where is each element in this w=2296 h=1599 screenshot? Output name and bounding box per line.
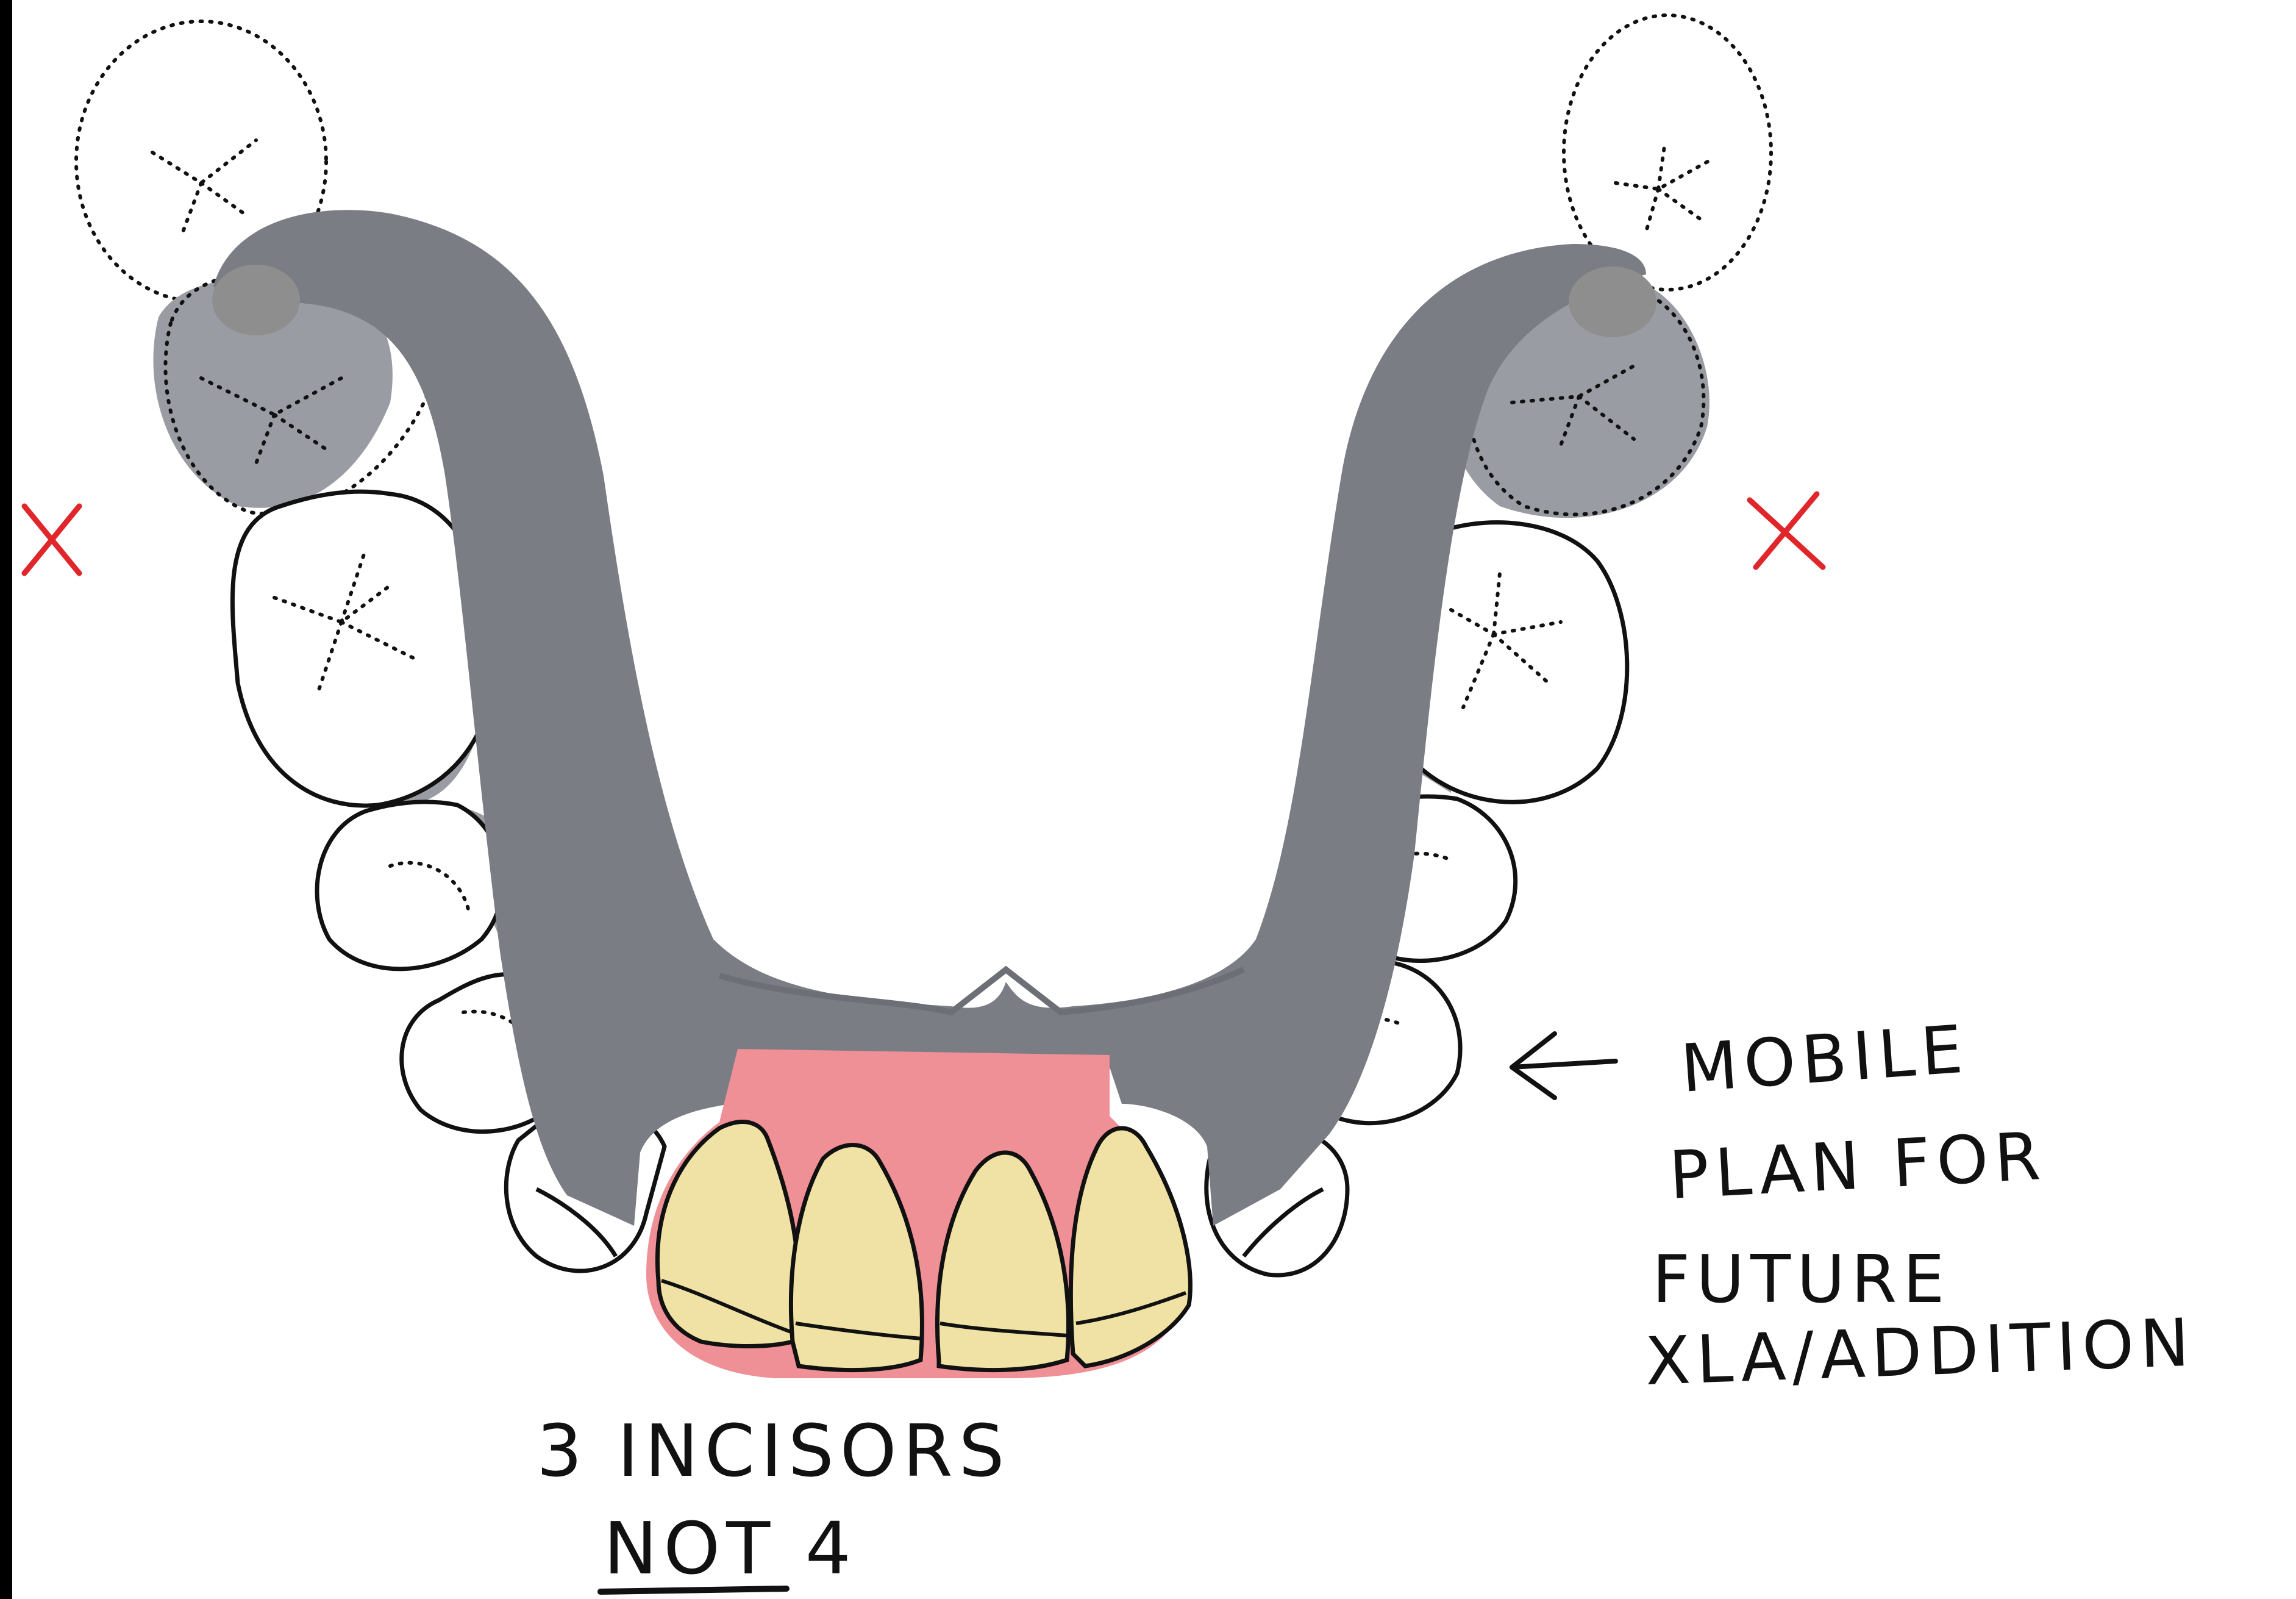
- extraction-mark-right: [1750, 494, 1823, 567]
- mobile-note-line4: XLA/ADDITION: [1644, 1305, 2197, 1400]
- mobile-tooth-note: MOBILE PLAN FOR FUTURE XLA/ADDITION: [1644, 1011, 2197, 1400]
- incisor-note-line1: 3 INCISORS: [537, 1409, 1011, 1493]
- extraction-mark-left: [24, 506, 79, 573]
- mobile-note-line3: FUTURE: [1652, 1242, 1950, 1318]
- mobile-note-line1: MOBILE: [1678, 1011, 1971, 1107]
- mobile-note-line2: PLAN FOR: [1667, 1118, 2048, 1214]
- incisor-note: 3 INCISORS NOT 4: [537, 1409, 1011, 1592]
- rest-seat-right: [1569, 266, 1656, 337]
- incisor-note-line2: NOT 4: [604, 1506, 857, 1590]
- incisor-note-underline: [601, 1589, 786, 1592]
- rest-seat-left: [212, 265, 300, 335]
- left-arrow-icon: [1512, 1034, 1616, 1098]
